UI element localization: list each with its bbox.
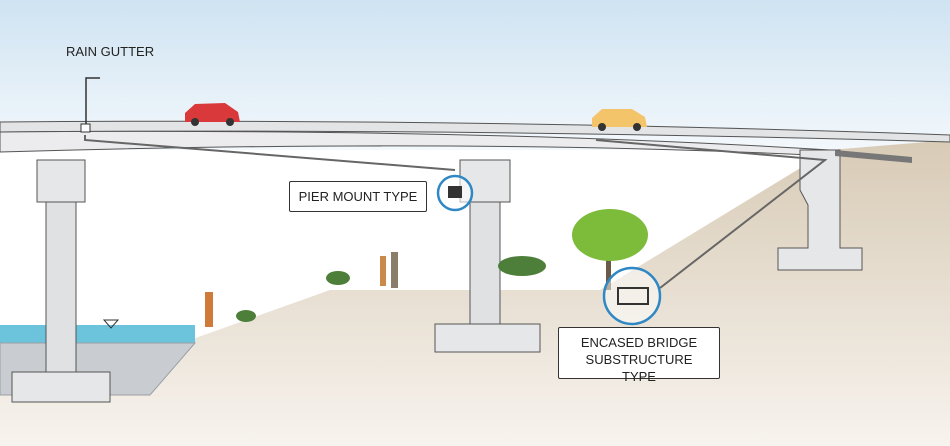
encased-substructure-label: ENCASED BRIDGE SUBSTRUCTURE TYPE — [558, 327, 720, 384]
abutment — [777, 149, 863, 271]
pier-mount-type-label: PIER MOUNT TYPE — [289, 181, 427, 212]
rain-gutter-leader — [85, 77, 100, 128]
water — [0, 325, 195, 343]
left-pier — [11, 159, 111, 403]
rain-gutter-label: RAIN GUTTER — [66, 44, 155, 59]
encased-label-line1: ENCASED BRIDGE — [580, 335, 698, 350]
middle-pier — [434, 159, 541, 353]
tree — [572, 209, 648, 290]
red-car — [185, 103, 240, 126]
encased-highlight — [602, 266, 662, 326]
encased-label-line2: SUBSTRUCTURE TYPE — [585, 352, 693, 384]
water-level-icon — [102, 319, 120, 329]
bridge-deck — [0, 120, 950, 143]
drain-pipe — [84, 135, 828, 289]
people — [205, 252, 398, 327]
bush — [326, 271, 350, 285]
bush — [498, 256, 546, 276]
taxi-car — [592, 109, 647, 131]
bush — [236, 310, 256, 322]
